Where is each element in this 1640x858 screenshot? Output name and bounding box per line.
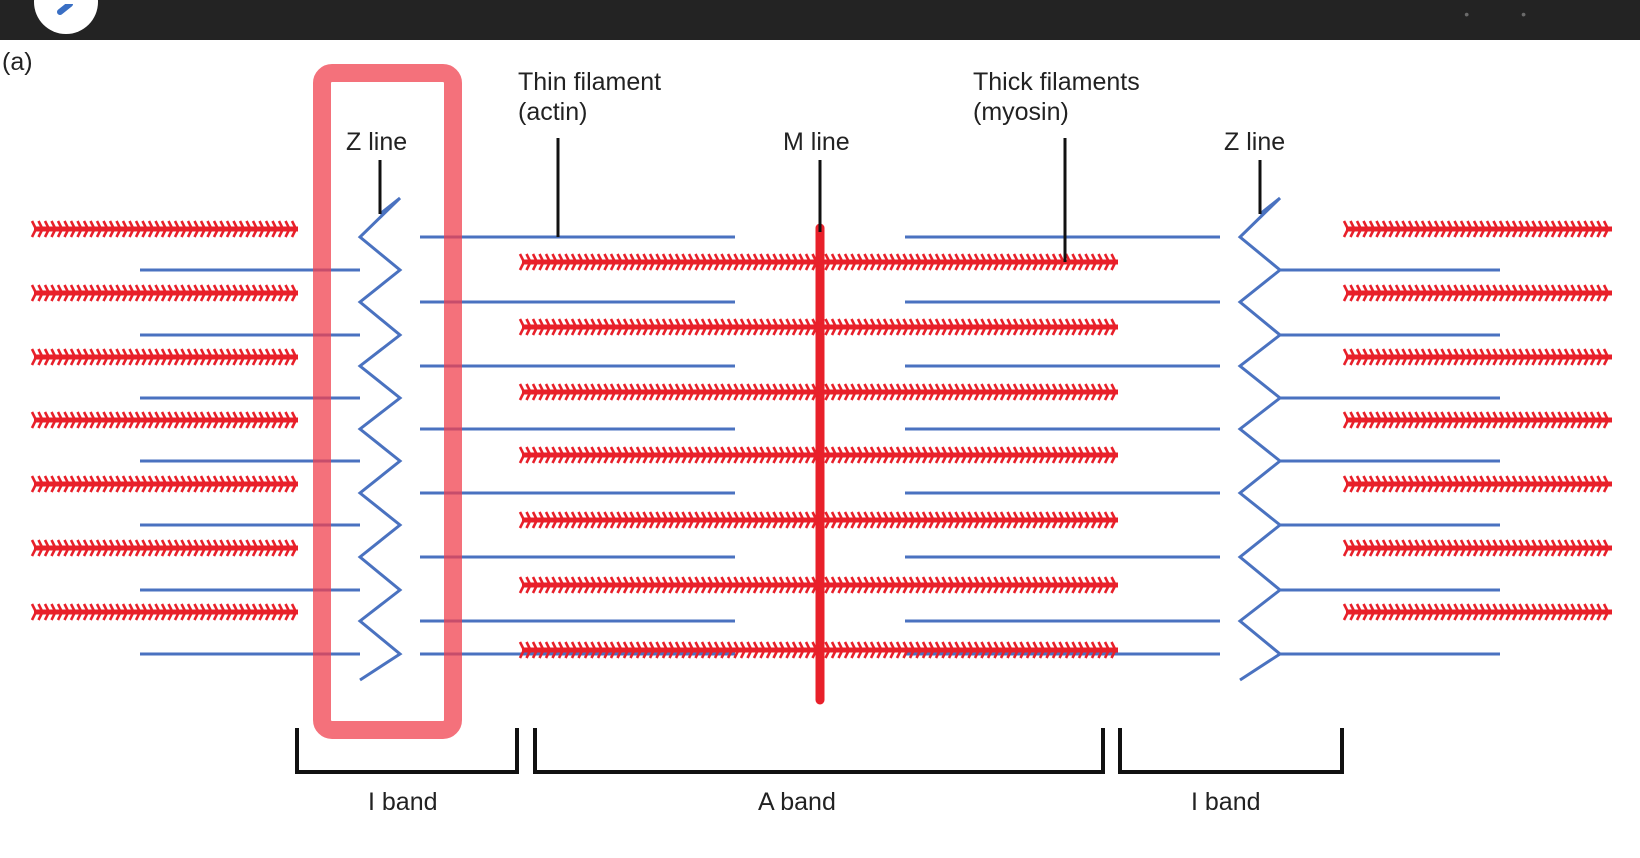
z-line-left-label: Z line — [346, 128, 407, 156]
a-band-bracket — [533, 728, 1105, 774]
sarcomere-diagram: (a) Thin filament (actin) Thick filament… — [2, 48, 1612, 816]
thick-filament-outer-left — [30, 284, 298, 302]
z-line-highlight-box — [313, 64, 462, 739]
thick-filament-outer-left — [30, 475, 298, 493]
thick-filament-outer-right — [1342, 475, 1612, 493]
thin-filament-label-line2: (actin) — [518, 98, 587, 126]
top-bar: • • — [0, 0, 1640, 40]
i-band-left-label: I band — [368, 788, 438, 816]
thick-filament-outer-left — [30, 539, 298, 557]
thick-filament-outer-left — [30, 348, 298, 366]
band-brackets — [295, 728, 1344, 774]
z-line-right-label: Z line — [1224, 128, 1285, 156]
thick-filament-label-line2: (myosin) — [973, 98, 1069, 126]
i-band-right-bracket — [1118, 728, 1344, 774]
thick-filament-outer-left — [30, 603, 298, 621]
thin-filament-label-line1: Thin filament — [518, 68, 661, 96]
thick-filament-outer-right — [1342, 220, 1612, 238]
i-band-right-label: I band — [1191, 788, 1261, 816]
thick-filament-outer-right — [1342, 411, 1612, 429]
thick-filament-outer-right — [1342, 284, 1612, 302]
thick-filament-outer-right — [1342, 348, 1612, 366]
thick-filament-outer-left — [30, 411, 298, 429]
thick-filament-outer-left — [30, 220, 298, 238]
thick-filament-outer-right — [1342, 539, 1612, 557]
thick-filament-outer-right — [1342, 603, 1612, 621]
panel-label: (a) — [2, 48, 33, 76]
m-line-label: M line — [783, 128, 850, 156]
thick-filament-label-line1: Thick filaments — [973, 68, 1140, 96]
z-line-right — [1237, 160, 1283, 682]
i-band-left-bracket — [295, 728, 519, 774]
back-button[interactable] — [34, 0, 98, 34]
overflow-icon[interactable]: • • — [1464, 6, 1550, 22]
z-line-left — [357, 160, 403, 682]
a-band-label: A band — [758, 788, 836, 816]
leader-lines — [556, 138, 1067, 262]
chevron-left-icon — [57, 4, 73, 15]
